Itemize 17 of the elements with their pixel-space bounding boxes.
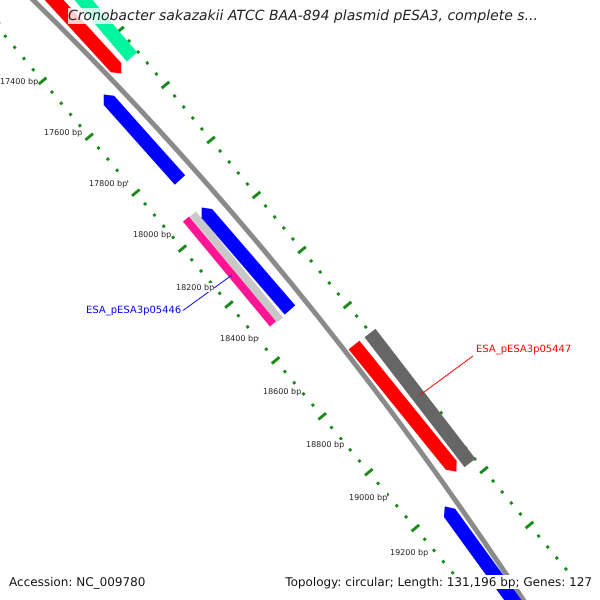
leader-line: [420, 356, 474, 396]
tick-label: 18000 bp: [133, 230, 172, 239]
gene-arrow: [348, 340, 457, 472]
title: Cronobacter sakazakii ATCC BAA-894 plasmid pESA3, complete s...: [68, 8, 538, 24]
gene-label: ESA_pESA3p05447: [476, 344, 572, 355]
accession-note: Accession: NC_009780: [9, 575, 146, 589]
gene-label: ESA_pESA3p05446: [86, 305, 182, 316]
tick-label: 17800 bp: [89, 179, 128, 188]
tick-label: 18200 bp: [176, 283, 214, 292]
tick-label: 18400 bp: [220, 334, 258, 343]
tick-label: 17600 bp: [44, 128, 82, 137]
leader-line: [182, 274, 232, 311]
tick-label: 17400 bp: [0, 77, 38, 86]
tick-label: 19000 bp: [349, 493, 388, 502]
tick-label: 19200 bp: [390, 548, 428, 557]
summary-note: Topology: circular; Length: 131,196 bp; Genes: 127: [285, 575, 592, 589]
tick-label: 18600 bp: [263, 387, 302, 396]
